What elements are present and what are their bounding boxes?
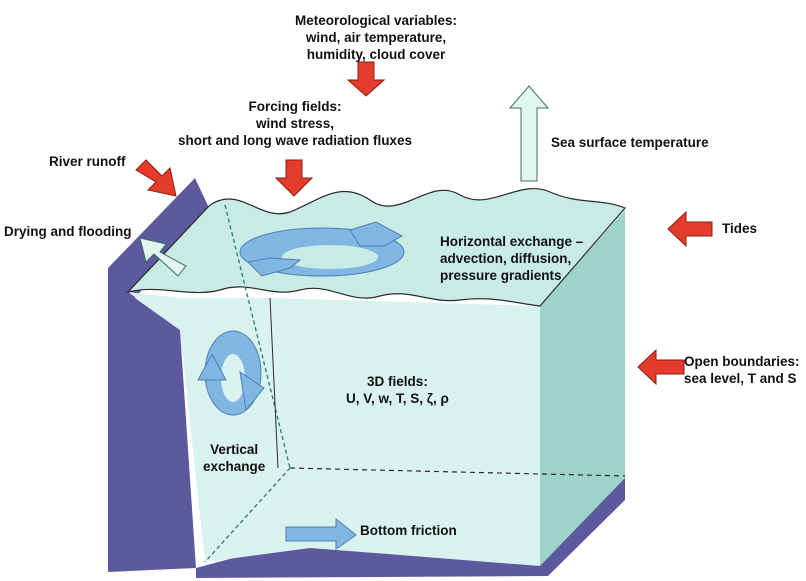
- horizontal-exchange-label: Horizontal exchange – advection, diffusi…: [440, 234, 584, 283]
- coastline-land: [108, 178, 210, 572]
- meteorological-down-arrow: [346, 61, 386, 97]
- river-runoff-arrow: [135, 159, 177, 197]
- tides-arrow: [667, 210, 713, 248]
- forcing-down-arrow: [274, 159, 314, 197]
- open-boundaries-label: Open boundaries: sea level, T and S: [684, 354, 800, 386]
- water-side-face: [540, 210, 625, 566]
- drying-arrow: [139, 237, 187, 277]
- sst-up-arrow: [508, 85, 550, 182]
- vertical-exchange-icon: [197, 330, 265, 416]
- open-boundaries-arrow: [637, 348, 685, 386]
- horizontal-exchange-icon: [239, 221, 405, 277]
- bottom-friction-label: Bottom friction: [360, 523, 457, 538]
- river-runoff-label: River runoff: [49, 154, 126, 169]
- fields-3d-label: 3D fields: U, V, w, T, S, ζ, ρ: [346, 374, 449, 406]
- sst-label: Sea surface temperature: [551, 135, 709, 150]
- meteorological-label: Meteorological variables: wind, air temp…: [295, 13, 458, 62]
- drying-flooding-label: Drying and flooding: [4, 224, 132, 239]
- forcing-label: Forcing fields: wind stress, short and l…: [178, 99, 413, 148]
- vertical-exchange-label: Vertical exchange: [203, 442, 266, 474]
- tides-label: Tides: [722, 221, 758, 236]
- bottom-friction-arrow: [285, 517, 357, 550]
